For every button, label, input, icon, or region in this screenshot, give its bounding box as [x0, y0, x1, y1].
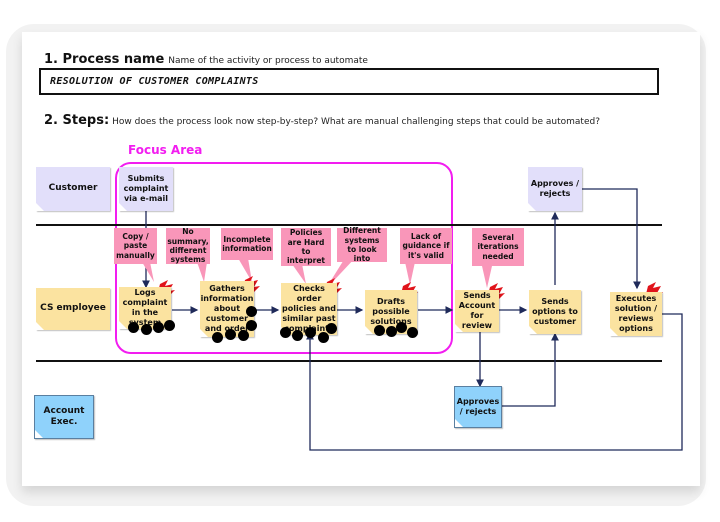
section-number-title: 2. Steps: — [44, 113, 110, 128]
lane-divider — [36, 224, 662, 226]
lane-divider — [36, 360, 662, 362]
step-label: Executes solution / reviews options — [614, 294, 658, 333]
section-subtitle: Name of the activity or process to autom… — [168, 56, 368, 66]
step-label: Sends options to customer — [532, 297, 578, 326]
lane-role-account-exec: Account Exec. — [34, 395, 94, 439]
step-executes-solution[interactable]: Executes solution / reviews options — [610, 292, 662, 336]
step-label: Approves / rejects — [456, 397, 500, 416]
vote-dot — [292, 330, 303, 341]
step-customer-approves[interactable]: Approves / rejects — [528, 167, 582, 211]
vote-dot — [305, 327, 316, 338]
step-logs-complaint[interactable]: Logs complaint in the system — [119, 287, 171, 329]
vote-dot — [386, 326, 397, 337]
pain-point: Copy / paste manually — [114, 228, 157, 264]
pain-point: No summary, different systems — [166, 227, 210, 265]
pain-point: Incomplete information — [221, 228, 273, 260]
vote-dot — [407, 327, 418, 338]
vote-dot — [318, 332, 329, 343]
connector-ae-to-options — [502, 332, 559, 407]
focus-area-label: Focus Area — [128, 143, 203, 157]
vote-dot — [374, 325, 385, 336]
step-label: Submits complaint via e-mail — [123, 174, 169, 203]
step-label: Drafts possible solutions — [370, 297, 412, 326]
pain-point: Policies are Hard to interpret — [281, 228, 331, 266]
vote-dot — [238, 330, 249, 341]
step-gathers-information[interactable]: Gathers information about customer and o… — [200, 281, 254, 337]
vote-dot — [396, 322, 407, 333]
role-label: Account Exec. — [43, 405, 85, 427]
section-subtitle: How does the process look now step-by-st… — [112, 117, 600, 127]
vote-dot — [164, 320, 175, 331]
step-sends-for-review[interactable]: Sends Account for review — [455, 290, 499, 332]
process-name-value: Resolution of customer complaints — [50, 76, 259, 87]
vote-dot — [128, 322, 139, 333]
step-label: Gathers information about customer and o… — [200, 284, 254, 333]
section-number-title: 1. Process name — [44, 52, 165, 67]
vote-dot — [225, 329, 236, 340]
process-name-field[interactable]: Resolution of customer complaints — [39, 68, 659, 95]
step-ae-approves[interactable]: Approves / rejects — [454, 386, 502, 428]
role-label: CS employee — [40, 303, 106, 314]
lane-role-customer: Customer — [36, 167, 110, 211]
pain-point: Lack of guidance if it's valid — [400, 228, 452, 264]
step-label: Approves / rejects — [530, 179, 580, 198]
step-sends-options[interactable]: Sends options to customer — [529, 290, 581, 334]
vote-dot — [153, 322, 164, 333]
vote-dot — [246, 320, 257, 331]
connector-executes-loop — [306, 313, 683, 451]
connector-customer-to-executes — [582, 188, 641, 290]
vote-dot — [326, 323, 337, 334]
step-label: Sends Account for review — [458, 291, 496, 330]
pain-point: Different systems to look into — [337, 226, 387, 263]
role-label: Customer — [48, 183, 98, 194]
step-label: Logs complaint in the system — [122, 288, 168, 327]
vote-dot — [141, 324, 152, 335]
step-submits-complaint[interactable]: Submits complaint via e-mail — [119, 167, 173, 211]
vote-dot — [212, 332, 223, 343]
vote-dot — [280, 327, 291, 338]
vote-dot — [246, 306, 257, 317]
lane-role-cs-employee: CS employee — [36, 288, 110, 330]
section-steps-heading: 2. Steps:How does the process look now s… — [44, 113, 600, 128]
pain-point: Several iterations needed — [472, 228, 524, 266]
